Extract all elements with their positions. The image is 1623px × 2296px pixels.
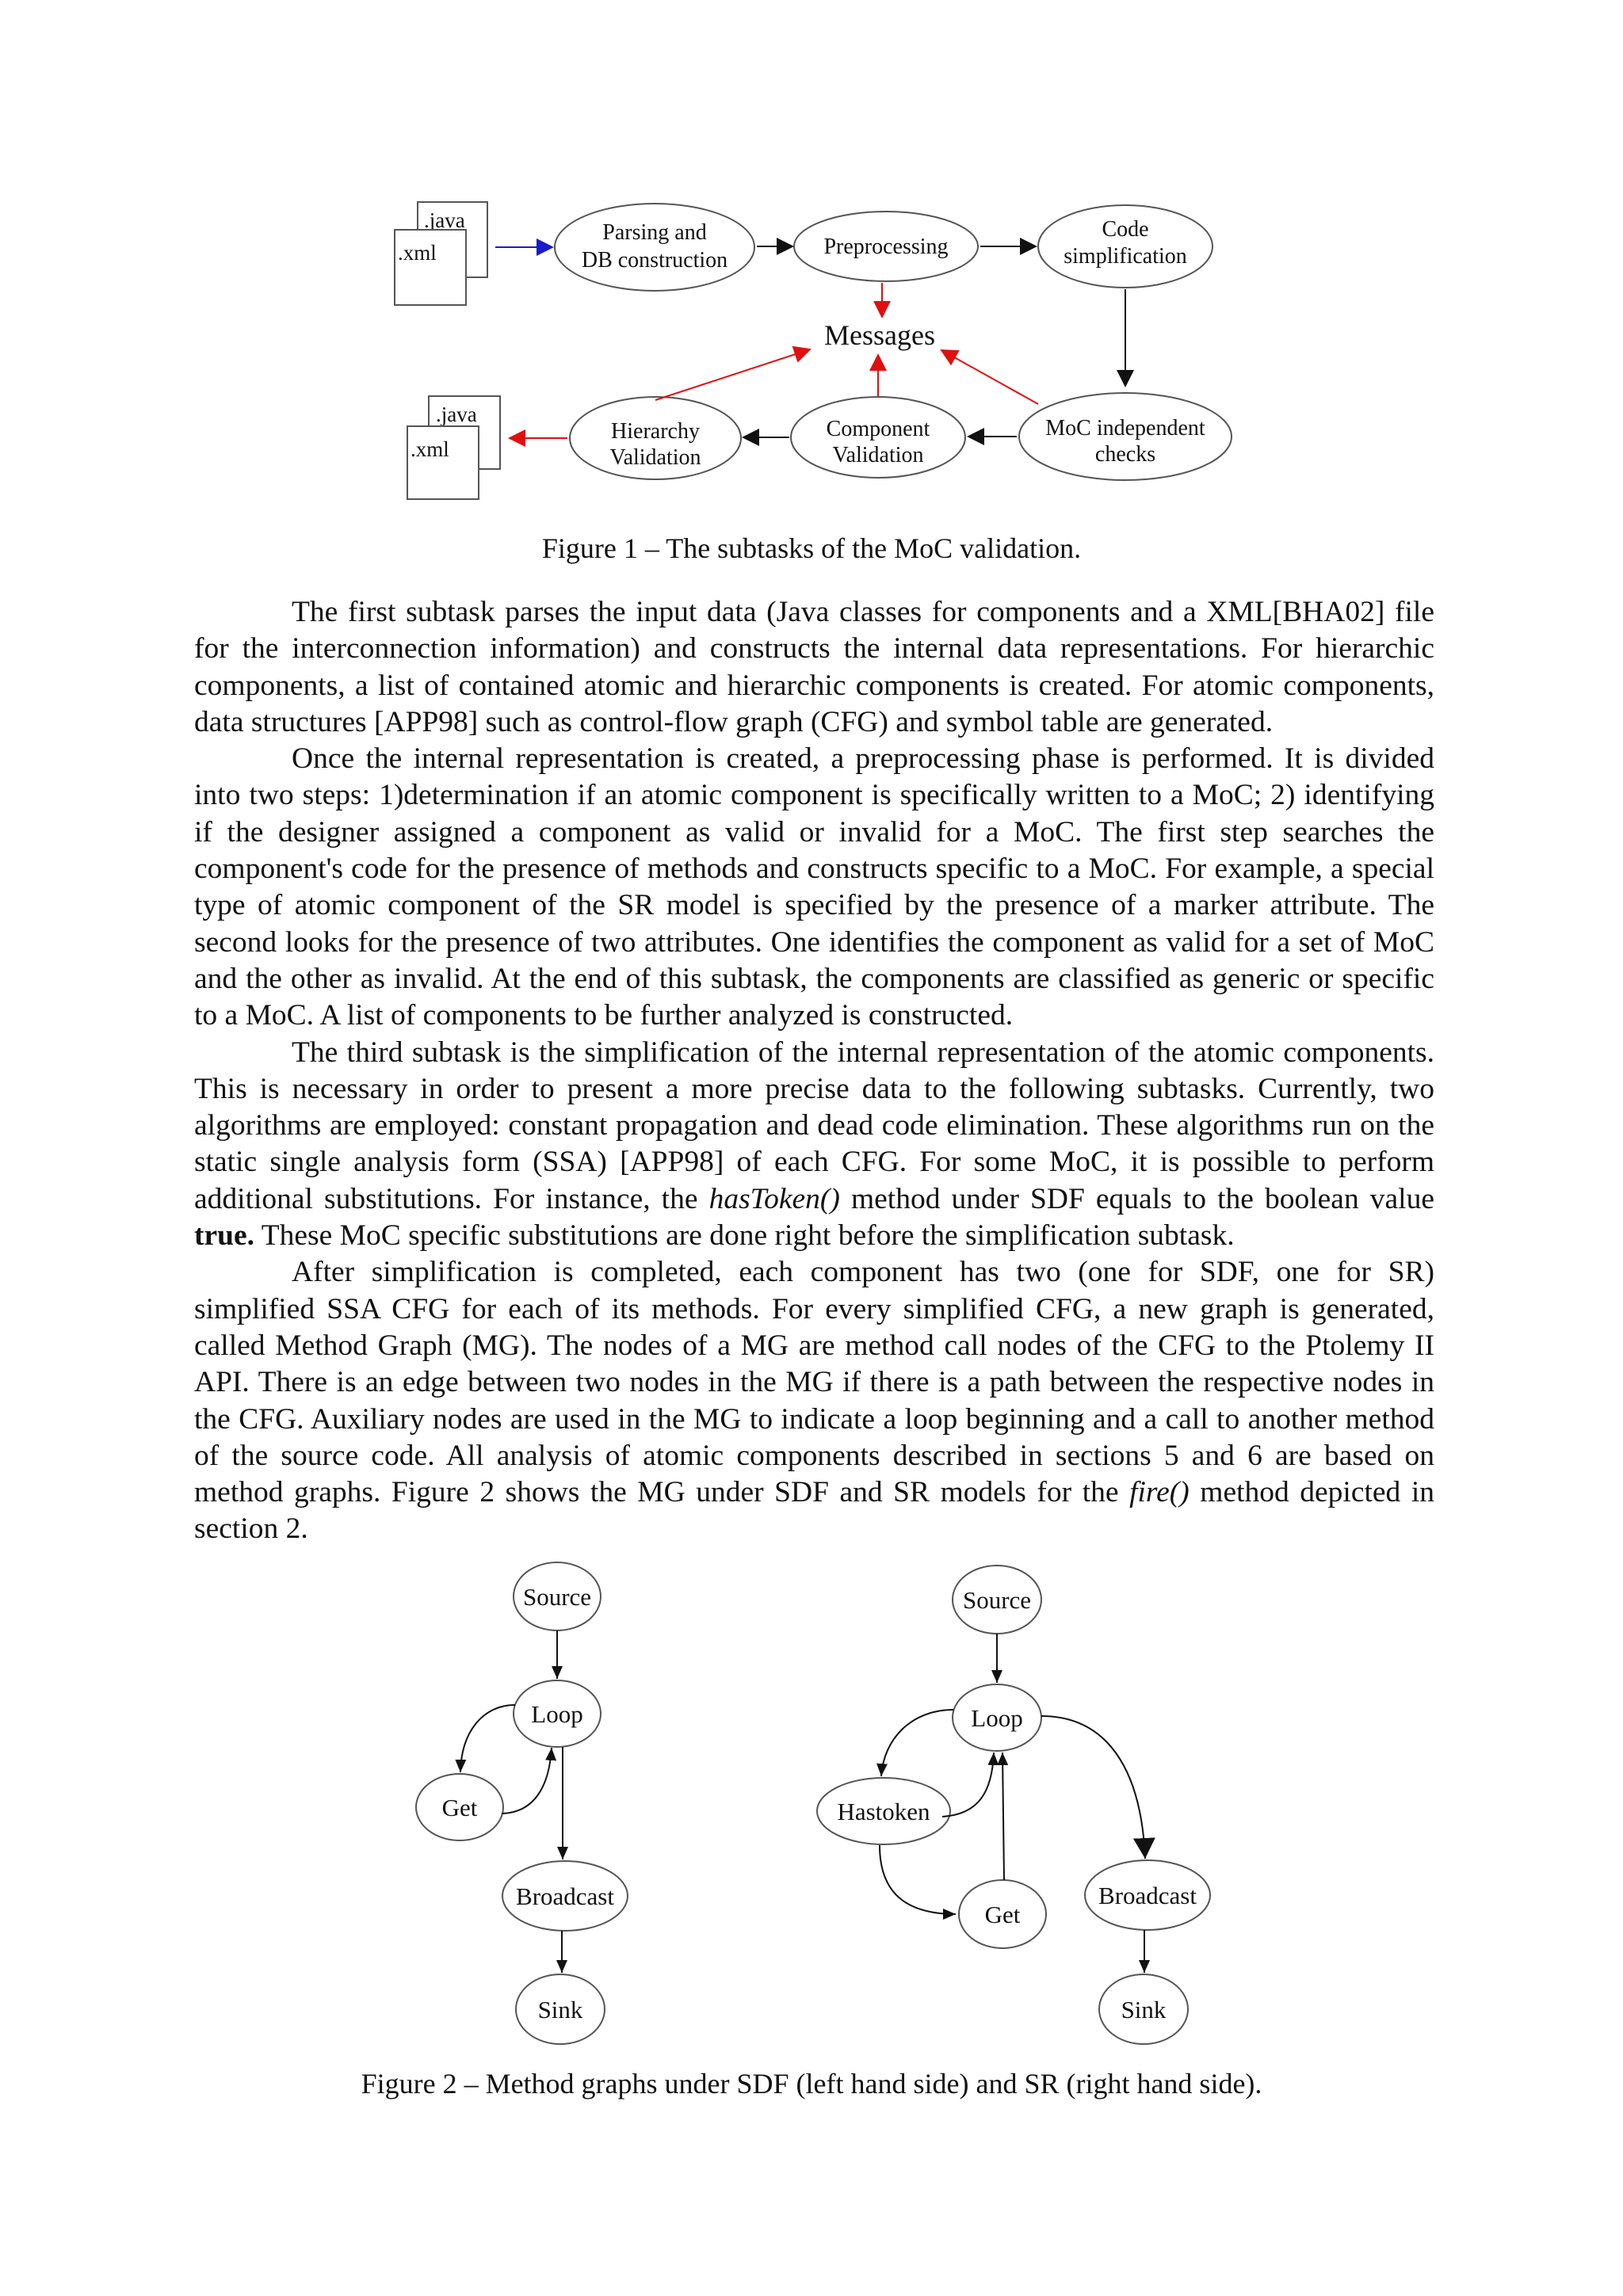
code-simplification-label-1: Code (1102, 217, 1148, 242)
moc-checks-node: MoC independent checks (1018, 392, 1232, 481)
component-validation-label-1: Component (827, 417, 930, 441)
input-xml-file (394, 229, 467, 306)
sdf-method-graph: Source Loop Get Broadcast Sink (415, 1562, 628, 2045)
sdf-edge-get-loop (501, 1747, 557, 1814)
input-files: .java .xml (394, 201, 488, 306)
output-xml-file (407, 425, 479, 500)
edge-hierarchy-to-messages (655, 345, 812, 401)
moc-checks-label-1: MoC independent (1045, 416, 1205, 441)
parsing-label-2: DB construction (582, 248, 727, 273)
paragraph-1: The first subtask parses the input data … (194, 596, 1434, 738)
output-xml-label: .xml (411, 437, 449, 461)
sr-edge-loop-hastoken (876, 1709, 954, 1777)
sdf-broadcast-node (502, 1860, 628, 1932)
sr-hastoken-node (816, 1777, 951, 1845)
fire-method-name: fire() (1129, 1476, 1190, 1509)
hierarchy-validation-node: Hierarchy Validation (569, 396, 742, 480)
sr-sink-node (1098, 1974, 1189, 2045)
sdf-edge-loop-get (455, 1704, 516, 1773)
sdf-source-label: Source (523, 1583, 591, 1611)
figure2-caption: Figure 2 – Method graphs under SDF (left… (361, 2068, 1262, 2100)
sr-get-node (958, 1879, 1047, 1949)
figure1-diagram: .java .xml .java .xml Parsing and DB con… (394, 201, 1232, 500)
figure1-caption: Figure 1 – The subtasks of the MoC valid… (541, 532, 1082, 564)
sdf-broadcast-label: Broadcast (516, 1882, 614, 1910)
sr-source-node (952, 1565, 1042, 1634)
component-validation-node: Component Validation (790, 396, 966, 479)
sr-method-graph: Source Loop Hastoken Get Broadcast Sink (816, 1565, 1211, 2045)
code-simplification-label-2: simplification (1064, 244, 1187, 269)
hastoken-method-name: hasToken() (708, 1182, 840, 1215)
paragraph-4: After simplification is completed, each … (194, 1254, 1434, 1547)
preprocessing-node: Preprocessing (793, 211, 979, 282)
sdf-sink-label: Sink (538, 1996, 583, 2023)
paragraph-3-part-c: These MoC specific substitutions are don… (254, 1219, 1235, 1253)
component-validation-label-2: Validation (832, 443, 923, 467)
parsing-node: Parsing and DB construction (554, 203, 755, 292)
edge-checks-to-messages (940, 349, 1039, 405)
true-keyword: true. (194, 1219, 255, 1253)
messages-label: Messages (824, 319, 935, 351)
code-simplification-node: Code simplification (1037, 204, 1213, 288)
paragraph-2: Once the internal representation is crea… (194, 742, 1434, 1032)
preprocessing-label: Preprocessing (823, 235, 948, 259)
sr-edge-hastoken-get (879, 1844, 957, 1920)
input-java-label: .java (424, 208, 465, 232)
paragraph-4-part-b: method depicted in section 2. (194, 1476, 1435, 1546)
body-text: The first subtask parses the input data … (194, 594, 1434, 1548)
figure1-edges (495, 238, 1134, 447)
paragraph-3-part-b: method under SDF equals to the boolean v… (839, 1182, 1434, 1215)
paragraph-3-part-a: The third subtask is the simplification … (194, 1035, 1434, 1215)
output-files: .java .xml (407, 395, 501, 500)
sr-loop-label: Loop (971, 1704, 1022, 1732)
hierarchy-validation-label-2: Validation (609, 445, 701, 470)
moc-checks-label-2: checks (1095, 442, 1155, 467)
sr-broadcast-label: Broadcast (1098, 1882, 1197, 1909)
paragraph-4-part-a: After simplification is completed, each … (194, 1256, 1434, 1509)
sr-edge-get-loop (997, 1752, 1009, 1881)
sr-broadcast-node (1084, 1859, 1211, 1931)
sdf-get-node (415, 1773, 504, 1841)
sr-source-label: Source (963, 1586, 1031, 1614)
sr-edge-loop-broadcast (1041, 1715, 1155, 1859)
sdf-loop-node (513, 1680, 601, 1748)
sr-hastoken-label: Hastoken (837, 1798, 930, 1825)
sdf-sink-node (515, 1974, 605, 2045)
sdf-get-label: Get (442, 1794, 478, 1821)
input-xml-label: .xml (398, 241, 437, 265)
sr-loop-node (952, 1684, 1042, 1752)
paragraph-3: The third subtask is the simplification … (194, 1035, 1434, 1255)
sdf-source-node (513, 1562, 601, 1631)
parsing-label-1: Parsing and (602, 220, 706, 245)
output-java-label: .java (436, 402, 477, 426)
hierarchy-validation-label-1: Hierarchy (611, 419, 700, 444)
sr-edge-hastoken-loop (941, 1752, 999, 1817)
sr-sink-label: Sink (1121, 1996, 1167, 2023)
sdf-loop-label: Loop (531, 1700, 582, 1728)
sr-get-label: Get (985, 1901, 1021, 1928)
